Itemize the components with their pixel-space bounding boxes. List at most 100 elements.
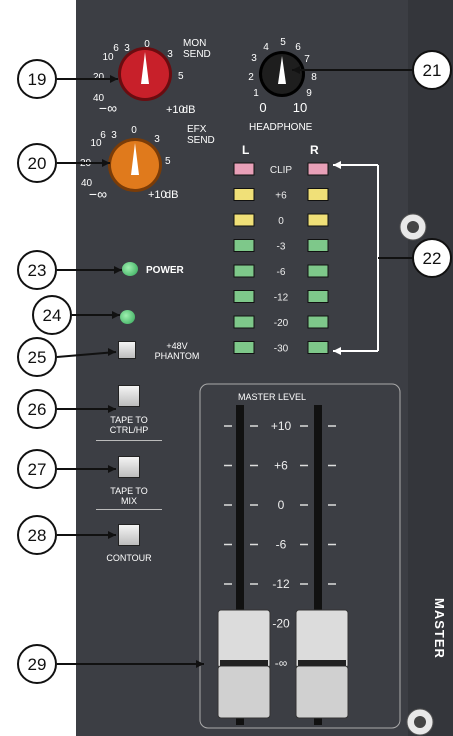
- mon-send-knob-pointer: [141, 52, 149, 84]
- efx-send-knob-scale-label: 0: [131, 125, 137, 136]
- fader-scale-label: -12: [272, 577, 290, 591]
- callout-number: 25: [28, 348, 47, 367]
- callout-number: 21: [423, 61, 442, 80]
- headphone-knob-scale-label: 2: [248, 72, 254, 83]
- callout-arrowhead: [108, 348, 116, 356]
- meter-led-right: [307, 315, 329, 329]
- mon-send-knob-scale-label: 3: [167, 49, 173, 60]
- divider: [96, 509, 162, 510]
- callout-number: 26: [28, 400, 47, 419]
- fader-frame: [199, 383, 401, 729]
- fader-slot-left: [236, 405, 244, 725]
- arrowhead: [333, 161, 341, 169]
- efx-send-knob-scale-label: 10: [90, 138, 102, 149]
- fader-scale-label: +6: [274, 459, 288, 473]
- meter-led-right: [307, 290, 329, 303]
- callout-number: 20: [28, 154, 47, 173]
- efx-send-knob-scale-label: −∞: [89, 186, 107, 202]
- contour-label: CONTOUR: [106, 553, 152, 563]
- headphone-knob-scale-label: 5: [280, 37, 286, 48]
- meter-led-left: [233, 341, 255, 354]
- mon-send-knob-scale-label: 0: [144, 39, 150, 50]
- efx-send-knob-scale-label: dB: [165, 189, 178, 201]
- efx-send-knob-scale-label: +10: [148, 189, 167, 201]
- master-level-title: MASTER LEVEL: [238, 392, 307, 402]
- callout-arrowhead: [112, 311, 120, 319]
- meter-led-right: [307, 239, 329, 252]
- screw-hole: [407, 221, 419, 233]
- callout-circle: [17, 449, 57, 489]
- headphone-knob-scale-label: 4: [263, 42, 269, 53]
- mon-send-knob-scale-label: dB: [182, 104, 195, 116]
- headphone-knob-scale-label: 3: [251, 53, 257, 64]
- fader-cap-right-top: [295, 609, 349, 669]
- callout-number: 28: [28, 526, 47, 545]
- meter-level-label: +6: [275, 191, 287, 202]
- callout-arrowhead: [108, 531, 116, 539]
- fader-scale-label: -∞: [275, 656, 288, 670]
- callout-number: 19: [28, 70, 47, 89]
- power-label: POWER: [146, 265, 184, 276]
- callout-circle: [17, 59, 57, 99]
- callout-leader: [56, 351, 117, 358]
- meter-led-right: [307, 341, 329, 354]
- meter-led-right: [307, 188, 329, 201]
- phantom-button[interactable]: [118, 341, 136, 359]
- mon-send-knob-scale-label: 10: [102, 52, 114, 63]
- fader-cap-left-ridge: [220, 660, 268, 666]
- meter-right-label: R: [310, 143, 319, 157]
- callout-circle: [17, 143, 57, 183]
- meter-level-label: -12: [274, 293, 289, 304]
- callout-number: 27: [28, 460, 47, 479]
- meter-led-right: [307, 213, 329, 227]
- headphone-knob-pointer: [278, 56, 286, 84]
- meter-led-left: [233, 290, 255, 303]
- meter-led-left: [233, 264, 255, 278]
- fader-cap-left-top: [217, 609, 271, 669]
- callout-circle: [17, 644, 57, 684]
- contour-button[interactable]: [118, 524, 140, 546]
- headphone-knob-scale-label: 6: [295, 42, 301, 53]
- callout-number: 23: [28, 261, 47, 280]
- fader-scale-label: -6: [276, 538, 287, 552]
- callout-circle: [17, 337, 57, 377]
- phantom-led: [120, 310, 135, 324]
- meter-level-label: -6: [277, 267, 286, 278]
- headphone-knob-scale-label: 9: [306, 88, 312, 99]
- callout-circle: [412, 50, 452, 90]
- efx-send-knob-scale-label: 3: [154, 134, 160, 145]
- fader-scale-label: -20: [272, 617, 290, 631]
- panel-edge: [408, 0, 453, 736]
- efx-send-knob-scale-label: 6: [100, 130, 106, 141]
- fader-scale-label: 0: [278, 498, 285, 512]
- fader-cap-left-bottom: [217, 665, 271, 719]
- callout-arrowhead: [108, 465, 116, 473]
- efx-send-knob-scale-label: 5: [165, 156, 171, 167]
- callout-arrowhead: [196, 660, 204, 668]
- mon-send-knob-scale-label: 6: [113, 43, 119, 54]
- callout-number: 24: [43, 306, 62, 325]
- callout-arrowhead: [110, 75, 118, 83]
- headphone-knob-scale-label: 8: [311, 72, 317, 83]
- mon-send-knob-scale-label: −∞: [99, 100, 117, 116]
- callout-circle: [32, 295, 72, 335]
- meter-led-left: [233, 239, 255, 252]
- callout-circle: [17, 515, 57, 555]
- meter-led-right: [307, 264, 329, 278]
- meter-level-label: -30: [274, 344, 289, 355]
- callout-circle: [17, 250, 57, 290]
- mon-send-knob-scale-label: 40: [93, 93, 105, 104]
- divider: [96, 440, 162, 441]
- callout-circle: [17, 389, 57, 429]
- tape-to-ctrl-button[interactable]: [118, 385, 140, 407]
- meter-left-label: L: [242, 143, 250, 157]
- meter-level-label: CLIP: [270, 165, 293, 176]
- meter-led-left: [233, 213, 255, 227]
- callout-circle: [412, 238, 452, 278]
- tape-to-mix-button[interactable]: [118, 456, 140, 478]
